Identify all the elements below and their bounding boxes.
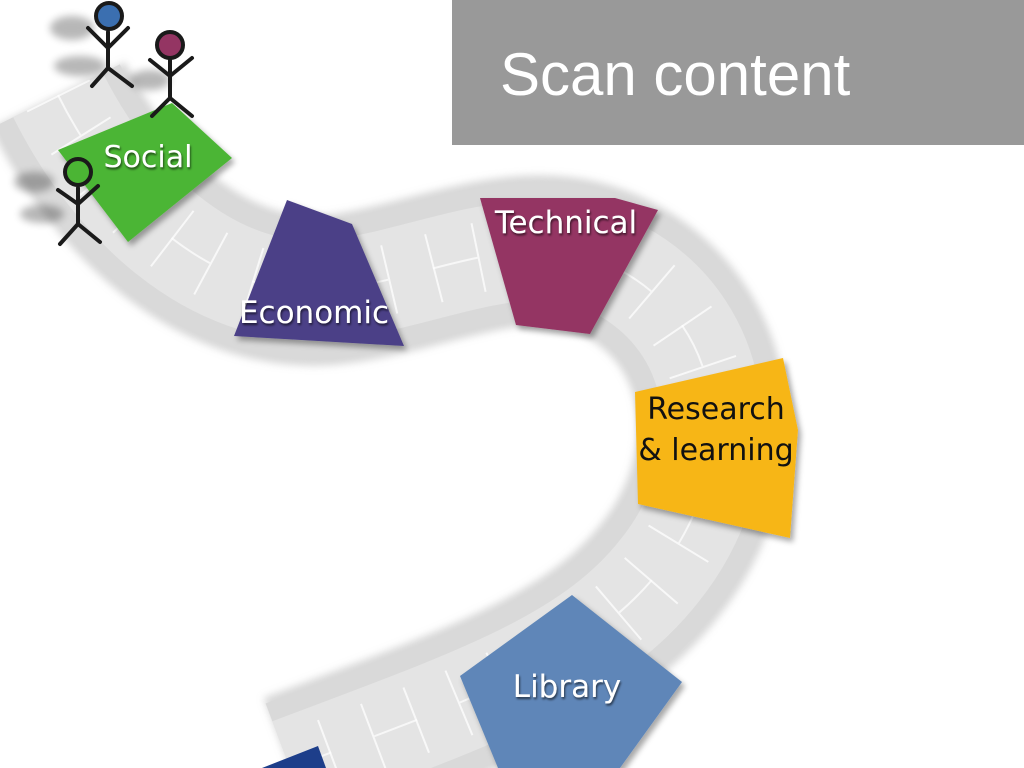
slide-title: Scan content [500,41,851,108]
tile-next [262,746,326,768]
green-figure [56,157,102,246]
blue-figure [86,1,134,88]
blue-figure-head [94,1,124,31]
tile-research-label-line2: & learning [638,433,793,468]
tile-social-shape [58,103,232,242]
tile-economic-label: Economic [239,295,389,331]
tile-library [460,595,682,768]
tile-economic-shape [234,200,404,346]
tile-economic [234,200,404,346]
purple-figure-head [155,30,185,60]
green-figure-head [63,157,93,187]
tile-technical-shape [480,198,658,334]
tile-next-shape [262,746,326,768]
tile-social-label: Social [104,140,193,175]
purple-figure [148,30,194,118]
tile-research-shape [635,358,798,538]
title-banner: Scan content [452,0,1024,145]
tile-technical-label: Technical [494,205,637,241]
tile-library-label: Library [513,669,621,705]
tile-social [58,103,232,242]
tile-technical [480,198,658,334]
tile-library-shape [460,595,682,768]
figure-shadows [14,16,170,223]
tile-research [635,358,798,538]
tile-research-label: Research [647,392,785,427]
